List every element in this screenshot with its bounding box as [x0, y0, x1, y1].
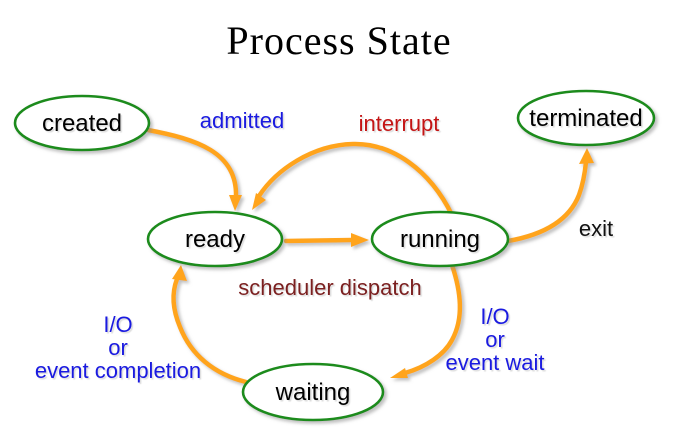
state-label-terminated: terminated	[529, 105, 642, 132]
state-ellipse-running	[370, 210, 510, 268]
arrow-scheduler-dispatch	[283, 237, 355, 244]
transition-label-exit: exit	[579, 216, 613, 241]
transition-label-event-wait: I/O or event wait	[445, 304, 544, 375]
arrowhead-admitted	[229, 195, 242, 211]
transition-labels: admitted interrupt scheduler dispatch ex…	[35, 108, 613, 383]
transition-label-interrupt: interrupt	[359, 111, 440, 136]
state-ellipse-ready	[146, 210, 284, 268]
transition-arrows	[145, 127, 594, 385]
state-label-created: created	[42, 110, 122, 137]
transition-label-admitted: admitted	[200, 108, 284, 133]
event-wait-line-3: event wait	[445, 350, 544, 375]
arrow-exit	[505, 159, 589, 244]
state-ellipse-waiting	[241, 362, 385, 422]
state-label-ready: ready	[185, 226, 245, 253]
event-completion-line-2: or	[108, 335, 128, 360]
state-ellipse-terminated	[516, 89, 656, 147]
arrowhead-exit	[579, 148, 594, 164]
event-completion-line-1: I/O	[103, 312, 132, 337]
arrow-admitted	[145, 127, 239, 199]
transition-label-scheduler-dispatch: scheduler dispatch	[238, 275, 421, 300]
arrowhead-scheduler-dispatch	[351, 233, 369, 247]
arrowhead-event-wait	[390, 368, 408, 378]
page-title: Process State	[226, 18, 451, 63]
arrowhead-interrupt	[252, 193, 266, 210]
arrowhead-event-completion	[172, 265, 187, 281]
state-ellipse-created	[13, 94, 151, 152]
event-wait-line-2: or	[485, 327, 505, 352]
arrow-event-completion	[171, 276, 249, 385]
arrow-interrupt	[256, 141, 455, 218]
transition-label-event-completion: I/O or event completion	[35, 312, 201, 383]
event-completion-line-3: event completion	[35, 358, 201, 383]
event-wait-line-1: I/O	[480, 304, 509, 329]
arrow-event-wait	[402, 262, 463, 376]
state-label-waiting: waiting	[275, 379, 351, 406]
state-label-running: running	[400, 226, 480, 253]
state-nodes: created ready running waiting terminated	[13, 89, 656, 422]
